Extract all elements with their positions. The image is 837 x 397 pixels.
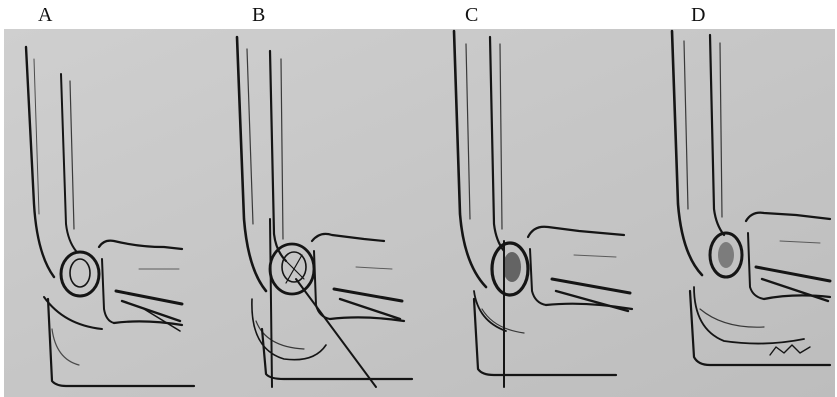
elbow-radiograph-figure	[4, 29, 835, 397]
panel-label-d: D	[691, 3, 705, 27]
panel-label-c: C	[465, 3, 478, 27]
panel-label-b: B	[252, 3, 265, 27]
panel-label-a: A	[38, 3, 52, 27]
